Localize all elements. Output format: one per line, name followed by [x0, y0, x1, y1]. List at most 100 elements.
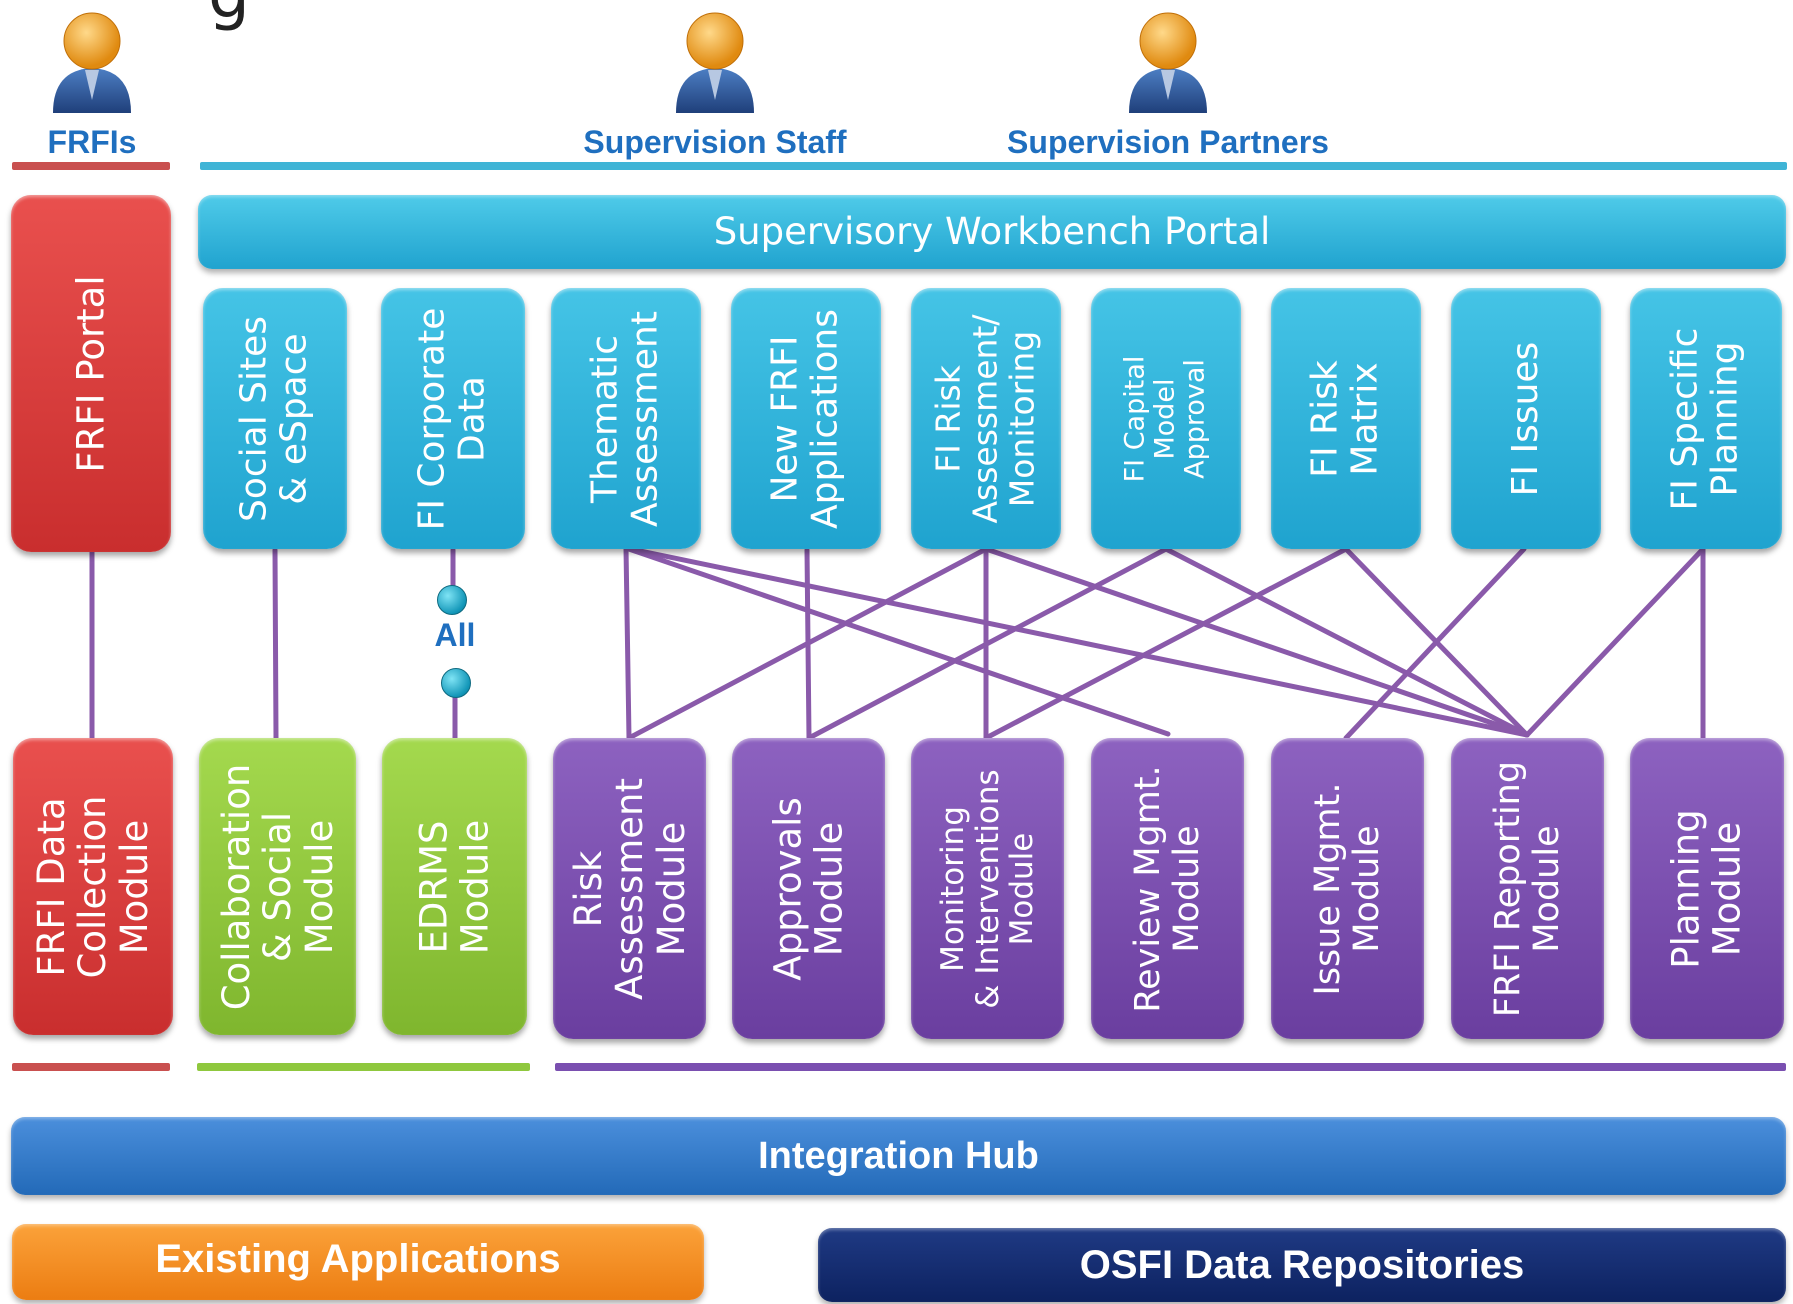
title-fragment: g: [208, 0, 250, 33]
supervision-separator-top: [200, 162, 1787, 170]
integration-hub-bar[interactable]: Integration Hub: [11, 1117, 1786, 1195]
module-line: & Interventions: [969, 768, 1006, 1009]
box-line: Applications: [805, 308, 846, 529]
collab-separator-bottom: [197, 1063, 530, 1071]
module-line: Module: [1526, 824, 1567, 953]
frfi-separator-bottom: [12, 1063, 170, 1071]
module-line: Module: [112, 819, 156, 954]
box-line: FI Issues: [1504, 341, 1546, 496]
box-line: FI Specific: [1664, 327, 1706, 510]
module-line: Module: [807, 821, 851, 956]
box-line: Assessment: [625, 310, 666, 527]
module-line: Issue Mgmt.: [1307, 782, 1348, 995]
connector-line: [623, 545, 632, 741]
osfi-repositories-label: OSFI Data Repositories: [1079, 1243, 1525, 1287]
module-line: Risk: [566, 850, 610, 927]
module-line: Review Mgmt.: [1127, 764, 1168, 1013]
frfi-portal-box[interactable]: FRFI Portal: [11, 195, 171, 552]
actor-supervision-partners: [1123, 8, 1213, 118]
actor-label-frfis: FRFIs: [47, 124, 137, 160]
connector-line: [1163, 546, 1530, 738]
module-line: Planning: [1664, 808, 1708, 969]
box-fi-issues[interactable]: FI Issues: [1451, 288, 1601, 549]
connector-line: [1524, 546, 1706, 738]
modules-separator-bottom: [555, 1063, 1786, 1071]
existing-applications-label: Existing Applications: [155, 1237, 561, 1281]
module-line: Module: [1346, 824, 1387, 953]
actor-frfis: [47, 8, 137, 118]
connector-node-top: [437, 585, 467, 615]
box-line: New FRFI: [764, 335, 806, 503]
module-line: Module: [649, 821, 693, 956]
existing-applications-bar[interactable]: Existing Applications: [12, 1224, 704, 1300]
module-line: Module: [453, 819, 497, 954]
box-line: FI Risk: [928, 364, 968, 473]
box-line: Assessment/: [965, 313, 1005, 524]
module-line: Collaboration: [214, 763, 258, 1010]
box-line: Matrix: [1345, 361, 1386, 476]
frfi-portal-label: FRFI Portal: [69, 274, 113, 473]
connector-line: [272, 547, 279, 741]
box-line: FI Risk: [1304, 359, 1346, 478]
box-line: Thematic: [584, 334, 626, 503]
module-line: Approvals: [766, 796, 810, 981]
connector-line: [983, 546, 1349, 741]
person-icon: [53, 12, 131, 113]
workbench-portal-label: Supervisory Workbench Portal: [713, 210, 1271, 253]
box-line: Data: [452, 375, 493, 462]
box-social-sites[interactable]: Social Sites& eSpace: [203, 288, 347, 549]
connector-line: [806, 546, 1169, 741]
frfi-separator-top: [12, 162, 170, 170]
workbench-portal-bar[interactable]: Supervisory Workbench Portal: [198, 195, 1786, 269]
osfi-repositories-bar[interactable]: OSFI Data Repositories: [818, 1228, 1786, 1302]
module-line: Monitoring: [934, 805, 971, 972]
module-review-mgmt[interactable]: Review Mgmt.Module: [1091, 738, 1244, 1039]
module-line: Collection: [71, 794, 115, 979]
box-line: Model: [1149, 377, 1181, 460]
connector-line: [626, 546, 989, 741]
actor-supervision-staff: [670, 8, 760, 118]
module-line: Assessment: [607, 777, 651, 1000]
module-issue-mgmt[interactable]: Issue Mgmt.Module: [1271, 738, 1424, 1039]
integration-hub-label: Integration Hub: [758, 1135, 1039, 1177]
module-line: FRFI Reporting: [1487, 760, 1528, 1017]
connector-line: [1343, 546, 1527, 741]
box-line: FI Capital: [1119, 355, 1151, 482]
module-line: FRFI Data: [29, 796, 73, 977]
actor-label-supervision-staff: Supervision Staff: [583, 124, 847, 160]
all-label: All: [434, 617, 476, 653]
box-line: FI Corporate: [411, 307, 453, 530]
box-line: & eSpace: [274, 332, 315, 505]
module-line: EDRMS: [412, 820, 456, 954]
module-line: Module: [1003, 832, 1040, 945]
actor-label-supervision-partners: Supervision Partners: [1007, 124, 1329, 160]
connector-line: [623, 545, 1171, 737]
connector-line: [623, 545, 1530, 738]
connector-line: [983, 546, 1530, 738]
person-icon: [676, 12, 754, 113]
box-line: Approval: [1180, 358, 1212, 479]
box-line: Planning: [1705, 340, 1746, 497]
box-line: Monitoring: [1002, 330, 1042, 507]
box-line: Social Sites: [233, 315, 275, 522]
module-line: Module: [1166, 824, 1207, 953]
module-line: & Social: [255, 811, 299, 962]
module-line: Module: [1706, 821, 1749, 956]
module-line: Module: [297, 819, 341, 954]
